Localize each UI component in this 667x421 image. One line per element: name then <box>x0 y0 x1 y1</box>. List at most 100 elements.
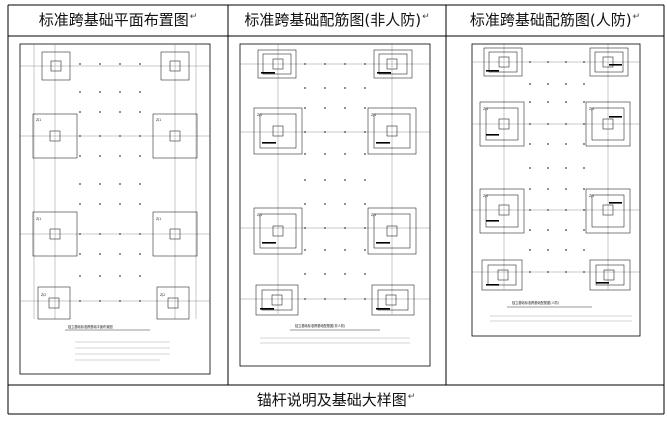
anchor-dot <box>99 155 101 157</box>
anchor-points <box>79 63 141 302</box>
anchor-dot <box>139 91 141 93</box>
anchor-dot <box>565 249 567 251</box>
footer-cell: 锚杆说明及基础大样图↵ <box>8 386 664 412</box>
anchor-dot <box>119 253 121 255</box>
anchor-dot <box>565 143 567 145</box>
anchor-dot <box>364 87 366 89</box>
anchor-dot <box>324 107 326 109</box>
anchor-points <box>529 61 585 273</box>
anchor-dot <box>529 167 531 169</box>
anchor-dot <box>99 63 101 65</box>
anchor-dot <box>344 298 346 300</box>
anchor-dot <box>324 131 326 133</box>
anchor-dot <box>99 253 101 255</box>
anchor-dot <box>139 63 141 65</box>
paragraph-mark: ↵ <box>422 12 430 22</box>
anchor-dot <box>364 227 366 229</box>
anchor-dot <box>324 249 326 251</box>
anchor-dot <box>344 179 346 181</box>
anchor-dot <box>79 233 81 235</box>
pile-label: ZJ1 <box>156 217 161 221</box>
drawing-title: 独立基础标准跨基础平面布置图 <box>68 324 113 329</box>
pile-label: ZJ1 <box>483 194 488 198</box>
anchor-dot <box>344 273 346 275</box>
anchor-dot <box>583 249 585 251</box>
pile-label: ZJ1 <box>257 113 262 117</box>
anchor-dot <box>565 167 567 169</box>
header-rebar-civ: 标准跨基础配筋图(人防)↵ <box>446 6 664 32</box>
anchor-dot <box>565 209 567 211</box>
anchor-dot <box>99 300 101 302</box>
header-rebar-nonciv-text: 标准跨基础配筋图(非人防) <box>244 11 422 29</box>
anchor-dot <box>139 275 141 277</box>
anchor-dot <box>99 233 101 235</box>
anchor-dot <box>344 87 346 89</box>
anchor-dot <box>529 123 531 125</box>
header-rebar-civ-text: 标准跨基础配筋图(人防) <box>469 11 632 29</box>
anchor-dot <box>529 229 531 231</box>
anchor-dot <box>119 233 121 235</box>
anchor-dot <box>324 87 326 89</box>
anchor-dot <box>99 203 101 205</box>
anchor-dot <box>99 183 101 185</box>
anchor-dot <box>565 271 567 273</box>
pile-label: ZJ1 <box>36 118 41 122</box>
pile-label: ZJ1 <box>156 118 161 122</box>
pile-label: ZJ1 <box>589 107 594 111</box>
anchor-dot <box>139 233 141 235</box>
anchor-dot <box>364 179 366 181</box>
anchor-dot <box>139 253 141 255</box>
anchor-dot <box>565 61 567 63</box>
header-rebar-nonciv: 标准跨基础配筋图(非人防)↵ <box>228 6 446 32</box>
header-plan-layout-text: 标准跨基础平面布置图 <box>38 11 189 29</box>
anchor-dot <box>139 203 141 205</box>
anchor-dot <box>324 153 326 155</box>
anchor-dot <box>139 183 141 185</box>
anchor-dot <box>304 153 306 155</box>
anchor-dot <box>139 300 141 302</box>
anchor-dot <box>324 179 326 181</box>
footer-text: 锚杆说明及基础大样图 <box>256 391 407 409</box>
anchor-dot <box>324 273 326 275</box>
anchor-dot <box>529 271 531 273</box>
anchor-dot <box>547 249 549 251</box>
anchor-dot <box>304 87 306 89</box>
pile-label: ZJ1 <box>483 107 488 111</box>
anchor-dot <box>304 273 306 275</box>
anchor-dot <box>79 135 81 137</box>
anchor-dot <box>304 107 306 109</box>
anchor-dot <box>364 107 366 109</box>
anchor-dot <box>364 273 366 275</box>
anchor-dot <box>583 271 585 273</box>
anchor-dot <box>344 249 346 251</box>
anchor-dot <box>364 203 366 205</box>
anchor-dot <box>99 91 101 93</box>
anchor-dot <box>79 91 81 93</box>
anchor-dot <box>304 249 306 251</box>
anchor-dot <box>364 63 366 65</box>
anchor-dot <box>583 123 585 125</box>
anchor-dot <box>79 183 81 185</box>
anchor-dot <box>344 63 346 65</box>
pile-label: ZJ1 <box>36 217 41 221</box>
anchor-dot <box>583 83 585 85</box>
anchor-dot <box>344 131 346 133</box>
anchor-dot <box>139 111 141 113</box>
anchor-dot <box>304 179 306 181</box>
anchor-dot <box>583 209 585 211</box>
anchor-dot <box>529 61 531 63</box>
anchor-dot <box>547 229 549 231</box>
anchor-dot <box>119 135 121 137</box>
anchor-dot <box>364 249 366 251</box>
pile-label: ZJ2 <box>160 293 165 297</box>
anchor-dot <box>304 63 306 65</box>
paragraph-mark: ↵ <box>407 392 416 402</box>
anchor-dot <box>547 101 549 103</box>
anchor-dot <box>364 298 366 300</box>
anchor-dot <box>119 203 121 205</box>
anchor-dot <box>547 188 549 190</box>
anchor-dot <box>139 135 141 137</box>
anchor-dot <box>119 155 121 157</box>
anchor-dot <box>364 153 366 155</box>
